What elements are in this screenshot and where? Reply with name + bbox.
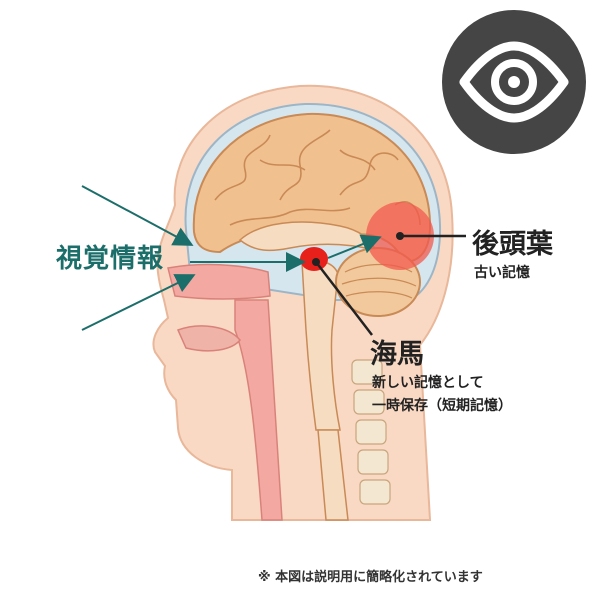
hippocampus-title: 海馬 bbox=[370, 339, 424, 370]
occipital-lobe-title: 後頭葉 bbox=[472, 229, 553, 260]
nasal-cavity bbox=[167, 263, 271, 300]
footnote: ※ 本図は説明用に簡略化されています bbox=[258, 570, 483, 585]
tongue bbox=[176, 325, 241, 352]
vertebrae bbox=[351, 359, 391, 505]
spinal-cord bbox=[317, 429, 349, 521]
hippocampus-description-line1: 新しい記憶として bbox=[372, 375, 484, 391]
eye-badge bbox=[442, 10, 586, 154]
visual-arrows bbox=[81, 185, 382, 331]
hippocampus-description-line2: 一時保存（短期記憶） bbox=[372, 398, 512, 414]
hippocampus-pointer bbox=[315, 261, 373, 336]
cerebellum-folia bbox=[341, 263, 417, 299]
brainstem bbox=[301, 259, 341, 431]
visual-info-label: 視覚情報 bbox=[56, 244, 165, 274]
throat bbox=[234, 299, 283, 521]
eye-icon bbox=[459, 41, 569, 123]
occipital-lobe-description: 古い記憶 bbox=[474, 265, 530, 281]
